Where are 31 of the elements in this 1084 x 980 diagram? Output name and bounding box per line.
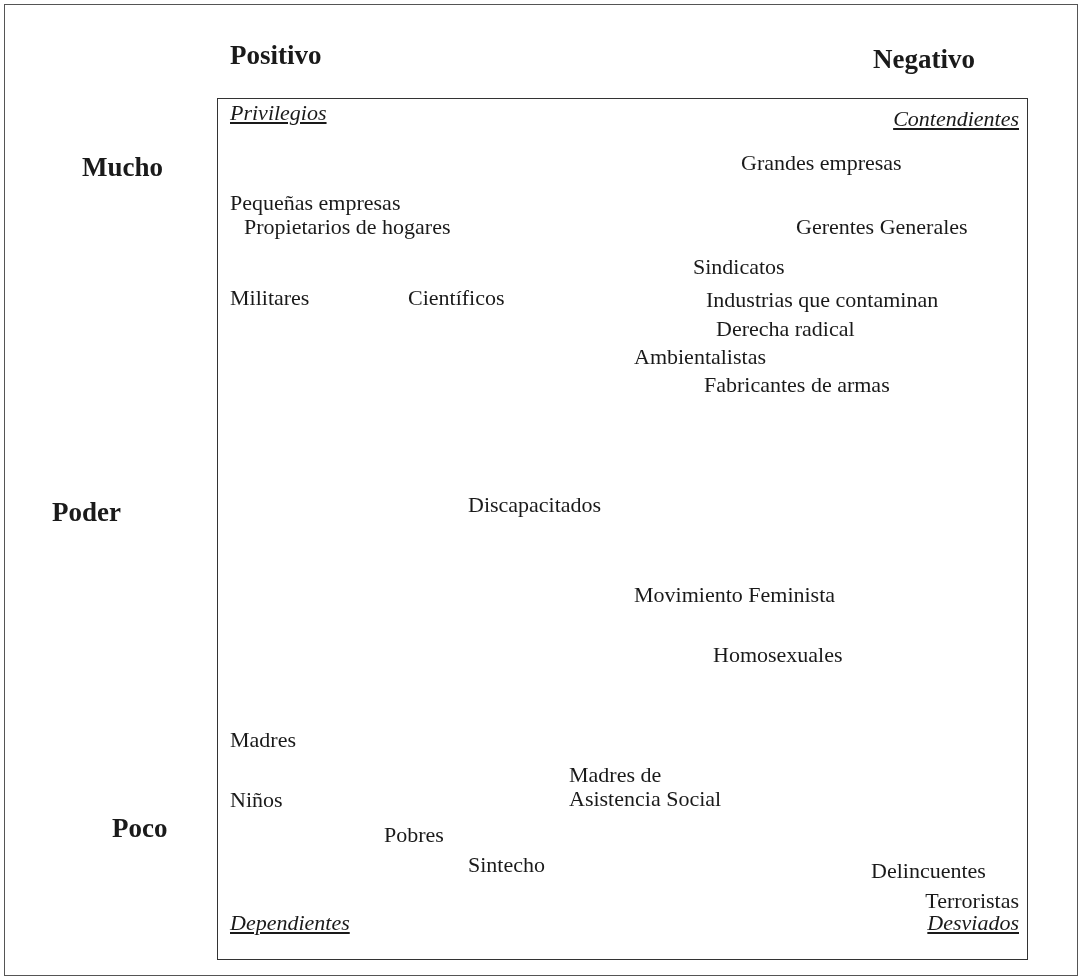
quadrant-label: Contendientes — [893, 107, 1019, 132]
quadrant-label: Privilegios — [230, 101, 327, 126]
group-label: Derecha radical — [716, 317, 855, 342]
axis-label: Negativo — [873, 44, 975, 75]
group-label: Pobres — [384, 823, 444, 848]
quadrant-label: Desviados — [927, 911, 1019, 936]
group-label: Militares — [230, 286, 310, 311]
group-label: Madres de Asistencia Social — [569, 763, 723, 812]
axis-label: Poder — [52, 497, 121, 528]
quadrant-label: Dependientes — [230, 911, 350, 936]
quadrant-frame — [217, 98, 1028, 960]
group-label: Fabricantes de armas — [704, 373, 890, 398]
group-label: Propietarios de hogares — [244, 215, 451, 240]
group-label: Científicos — [408, 286, 505, 311]
group-label: Homosexuales — [713, 643, 843, 668]
group-label: Terroristas — [925, 889, 1019, 914]
group-label: Movimiento Feminista — [634, 583, 836, 608]
group-label: Ambientalistas — [634, 345, 766, 370]
group-label: Sindicatos — [693, 255, 785, 280]
axis-label: Positivo — [230, 40, 322, 71]
group-label: Delincuentes — [871, 859, 986, 884]
group-label: Industrias que contaminan — [706, 288, 939, 313]
group-label: Pequeñas empresas — [230, 191, 401, 216]
group-label: Niños — [230, 788, 283, 813]
group-label: Discapacitados — [468, 493, 602, 518]
group-label: Gerentes Generales — [796, 215, 968, 240]
group-label: Madres — [230, 728, 296, 753]
axis-label: Mucho — [82, 152, 163, 183]
group-label: Grandes empresas — [741, 151, 902, 176]
axis-label: Poco — [112, 813, 168, 844]
group-label: Sintecho — [468, 853, 545, 878]
